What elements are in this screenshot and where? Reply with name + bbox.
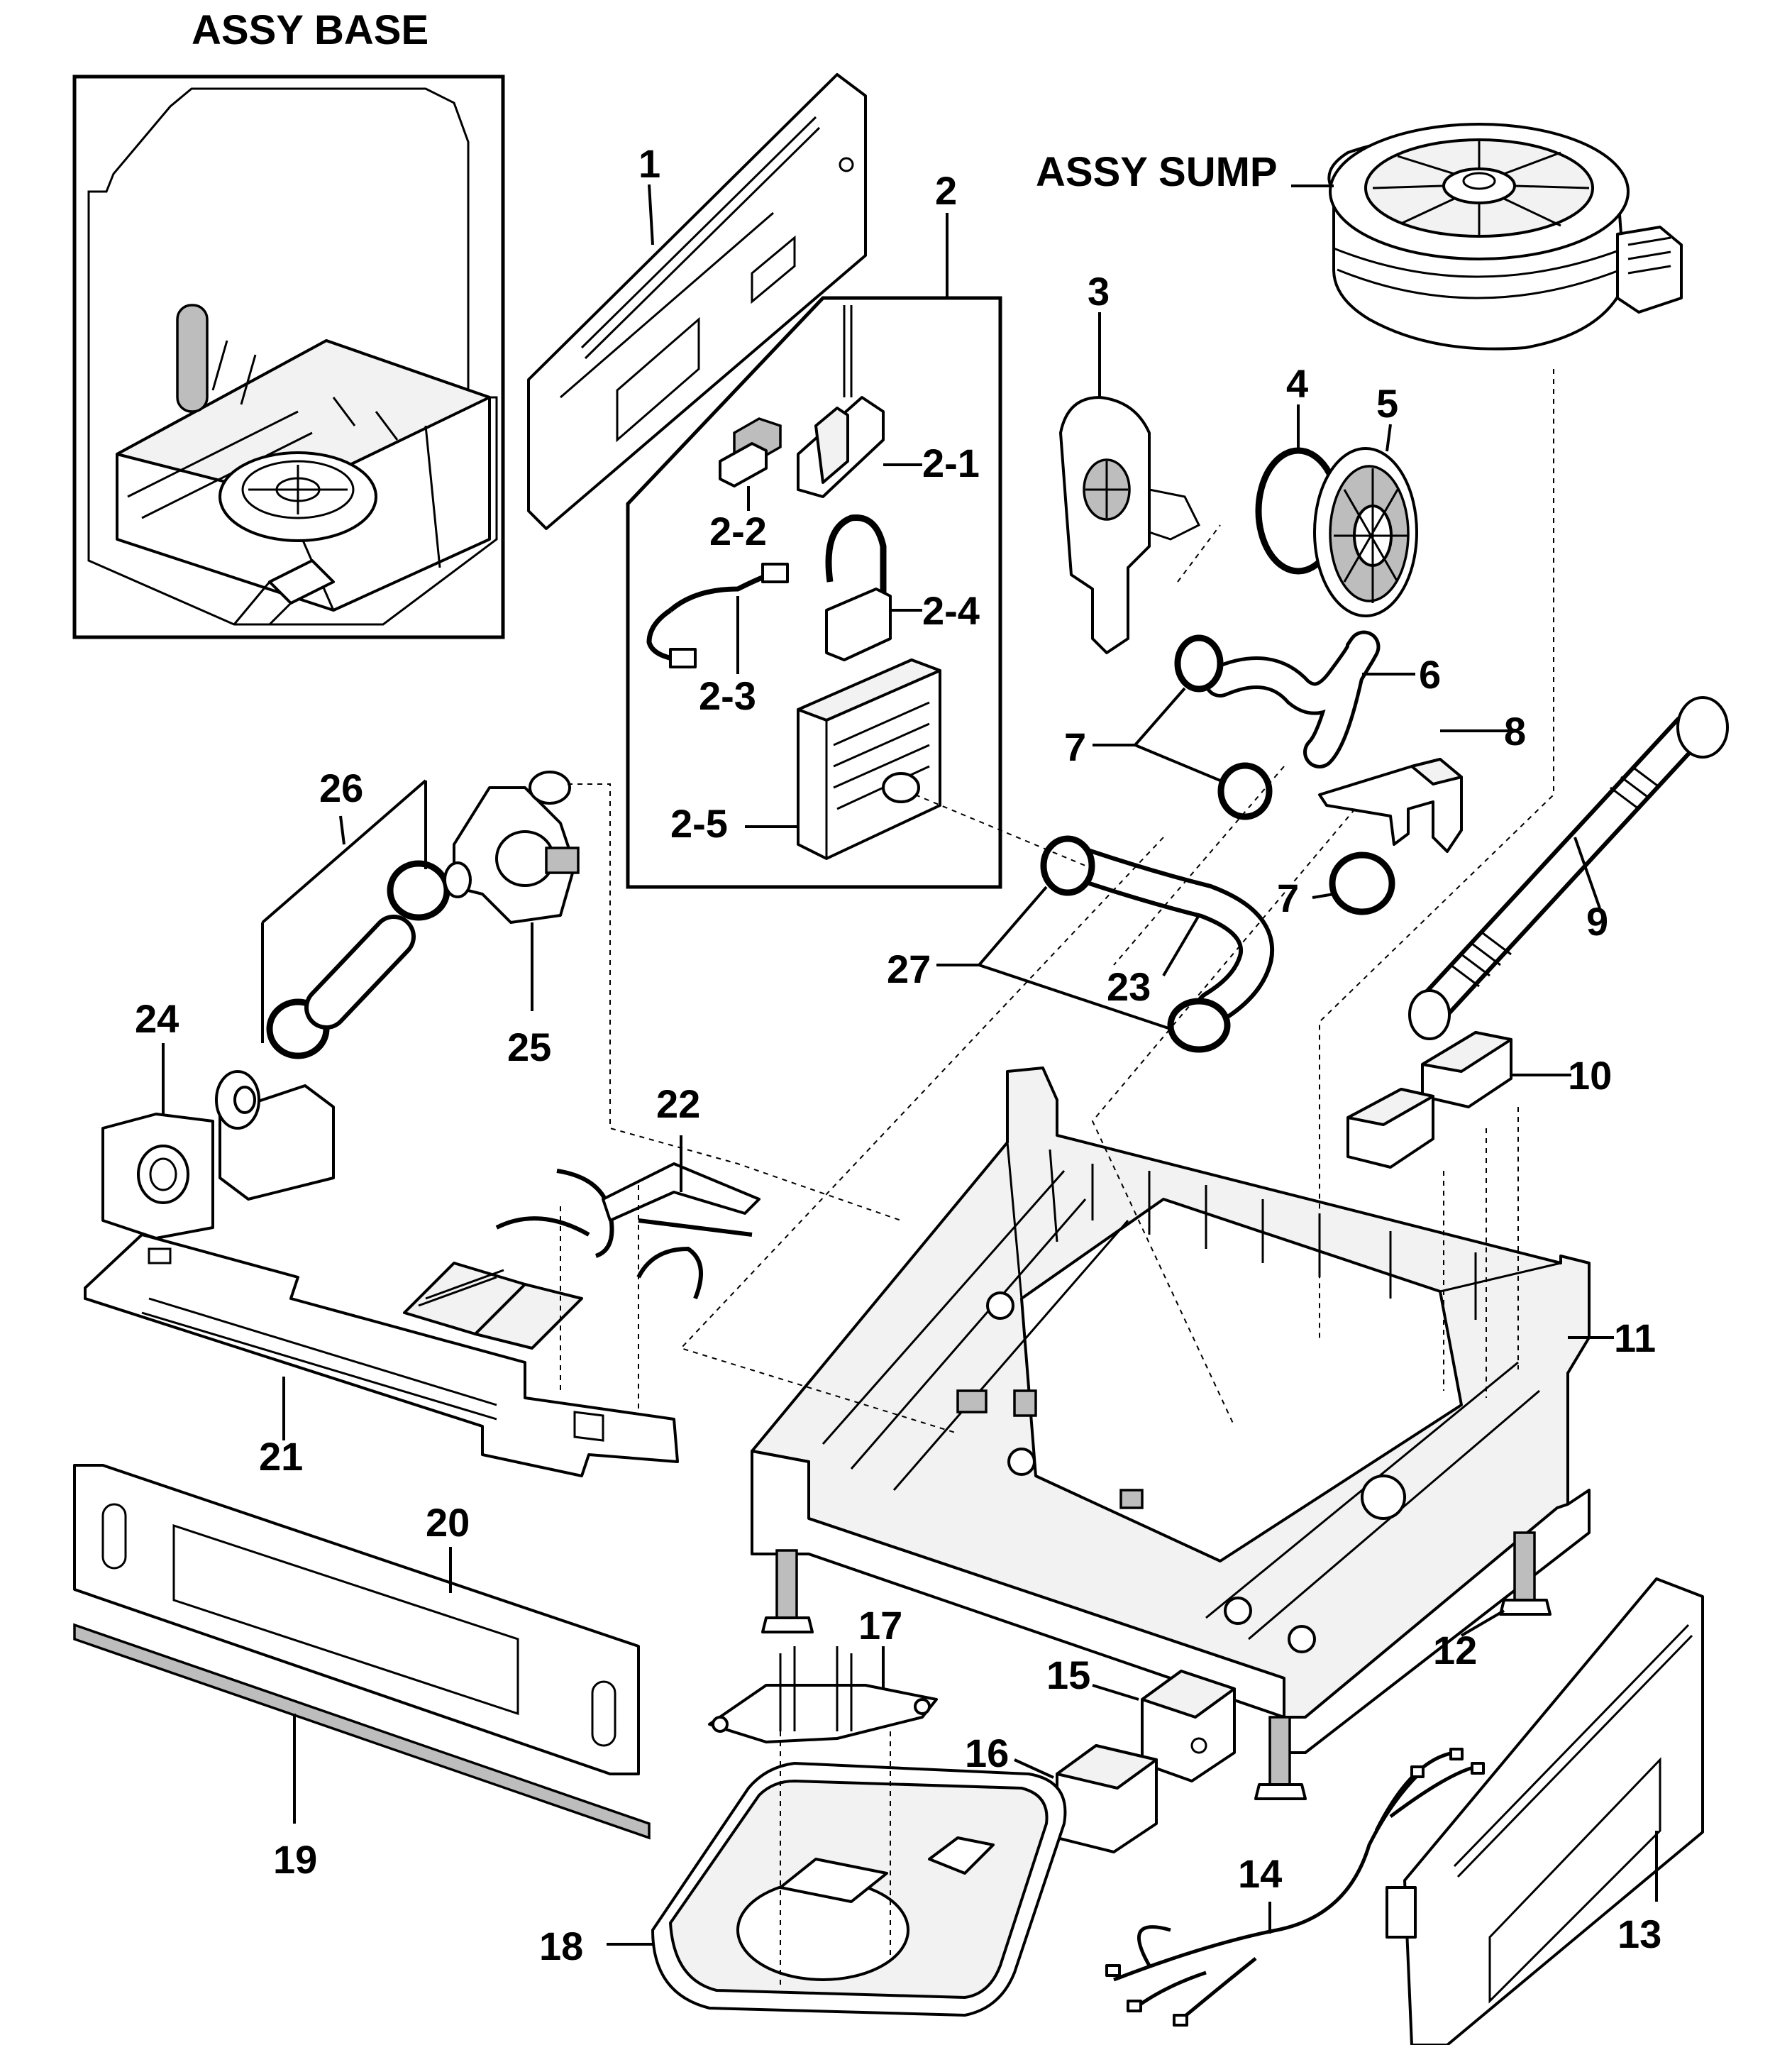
callout-11: 11 [1614, 1316, 1656, 1360]
callout-6: 6 [1419, 652, 1441, 697]
part-2-4-sensor: 2-4 [825, 514, 980, 661]
part-15-bracket: 15 [1046, 1653, 1236, 1782]
assy-sump: ASSY SUMP [1036, 123, 1683, 351]
callout-2-3: 2-3 [699, 673, 756, 718]
part-13-panel: 13 [1386, 1577, 1704, 2045]
part-21-bracket-plate: 21 [84, 1233, 679, 1479]
part-26-hose-clamps: 26 [261, 766, 450, 1059]
callout-3: 3 [1088, 269, 1110, 314]
callout-10: 10 [1568, 1053, 1612, 1098]
callout-2-2: 2-2 [709, 509, 767, 553]
callout-4: 4 [1286, 361, 1308, 406]
part-3-bracket: 3 [1059, 269, 1201, 654]
part-25-pump: 25 [443, 771, 580, 1069]
assy-base-outline [87, 87, 498, 626]
callout-18: 18 [539, 1924, 583, 1968]
callout-15: 15 [1046, 1653, 1090, 1697]
callout-17: 17 [858, 1603, 902, 1648]
part-2-2-switch: 2-2 [709, 417, 782, 553]
part-1-side-panel: 1 [527, 73, 867, 530]
part-5-pump-cover: 5 [1313, 381, 1418, 617]
part-20-kick-plate: 20 [73, 1464, 640, 1775]
callout-9: 9 [1586, 899, 1608, 944]
callout-16: 16 [965, 1731, 1009, 1775]
part-10-covers: 10 [1346, 1031, 1612, 1169]
part-27-clamps: 27 [887, 835, 1231, 1053]
part-24-inlet-valve: 24 [101, 996, 335, 1240]
part-14-wiring-harness: 14 [1105, 1748, 1485, 2027]
assy-base-unit [116, 304, 491, 626]
part-9-drain-hose: 9 [1408, 696, 1729, 1040]
part-22-sensor-pads: 22 [403, 1081, 761, 1350]
callout-22: 22 [656, 1081, 700, 1126]
callout-24: 24 [135, 996, 179, 1041]
assy-base-frame [72, 75, 505, 639]
callout-2-1: 2-1 [922, 441, 980, 485]
callout-2: 2 [935, 168, 957, 213]
part-2-control-group: 2 2-1 2-2 2-3 2-4 [626, 168, 1002, 889]
callout-19: 19 [273, 1837, 317, 1882]
part-23-hose: 23 [1068, 848, 1275, 1025]
callout-25: 25 [507, 1025, 551, 1069]
part-6-hose: 6 [1204, 630, 1441, 768]
callout-1: 1 [638, 141, 660, 186]
part-2-3-wire-harness: 2-3 [646, 563, 789, 718]
assy-base-inset: ASSY BASE [72, 7, 505, 639]
callout-13: 13 [1617, 1912, 1661, 1956]
part-2-1-bracket: 2-1 [797, 305, 980, 498]
part-18-base-tray: 18 [539, 1762, 1067, 2017]
assy-base-heading: ASSY BASE [192, 7, 428, 53]
callout-2-4: 2-4 [922, 588, 980, 633]
part-7-clamps-upper: 7 [1064, 634, 1273, 820]
part-7-clamp-lower: 7 [1277, 851, 1395, 920]
callout-27: 27 [887, 947, 931, 991]
assy-sump-heading: ASSY SUMP [1036, 149, 1278, 195]
callout-23: 23 [1107, 964, 1151, 1009]
part-16-cover: 16 [965, 1731, 1158, 1853]
part-12-feet: 12 [761, 1531, 1552, 1800]
callout-7-upper: 7 [1064, 724, 1086, 769]
callout-20: 20 [426, 1500, 470, 1545]
callout-5: 5 [1376, 381, 1398, 426]
part-11-base-frame: 11 [751, 1066, 1656, 1754]
callout-8: 8 [1504, 709, 1526, 754]
assembly-guide-lines [560, 369, 1554, 1987]
callout-2-5: 2-5 [670, 801, 728, 846]
part-2-5-housing: 2-5 [670, 658, 941, 860]
callout-12: 12 [1433, 1628, 1477, 1672]
part-8-bracket: 8 [1318, 709, 1526, 853]
part-2-frame [626, 296, 1002, 889]
part-19-strip: 19 [73, 1623, 651, 1882]
callout-7-lower: 7 [1277, 876, 1299, 920]
part-17-sensor-bracket: 17 [708, 1603, 938, 1743]
callout-26: 26 [319, 766, 363, 810]
callout-14: 14 [1238, 1851, 1282, 1896]
callout-21: 21 [259, 1434, 303, 1479]
